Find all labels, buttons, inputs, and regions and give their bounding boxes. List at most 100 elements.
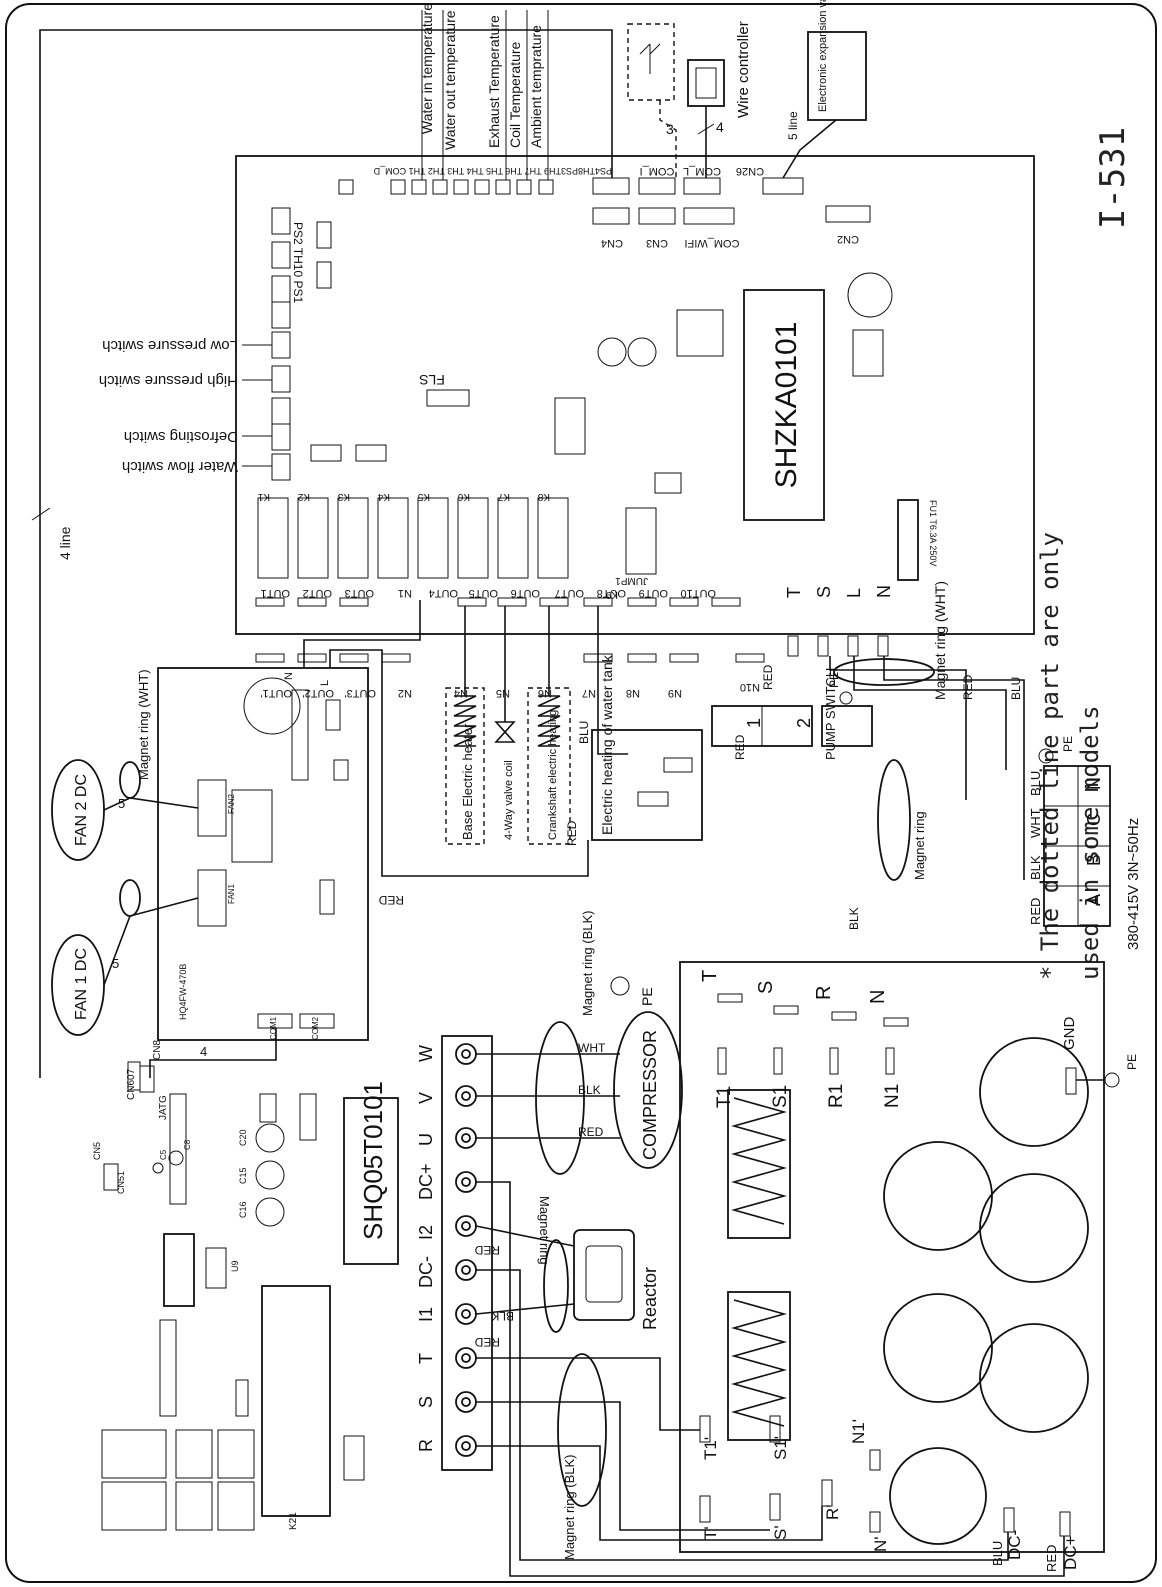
dc-wire — [476, 1181, 1065, 1577]
driver-part — [235, 1379, 249, 1417]
note-line-1: * The dotted line part are only — [1036, 532, 1064, 980]
driver-conn — [169, 1093, 187, 1205]
connector — [683, 177, 721, 195]
driver-term-i2: I2 — [416, 1225, 436, 1240]
four-line-label: 4 line — [57, 526, 73, 560]
ground-icon — [839, 691, 853, 705]
filter-board: T S R N BLK T1 S1 R1 N1 GND PE T1' S1' N… — [679, 907, 1139, 1572]
tank-relay-contact — [663, 757, 693, 773]
output-out10: OUT10 — [681, 587, 716, 599]
connector — [495, 179, 511, 195]
fan-1-cable — [103, 897, 199, 986]
filter-out-s1: S1 — [770, 1085, 791, 1108]
terminal-n-label: N — [874, 585, 894, 598]
bus-capacitor — [979, 1173, 1089, 1283]
power-pe: PE — [1061, 736, 1075, 752]
neutral-out2: OUT2' — [303, 687, 334, 699]
driver-term-r: R — [416, 1439, 436, 1452]
connector — [638, 177, 676, 195]
fan-port-2-label: FAN2 — [227, 793, 236, 814]
fan-board-capacitor — [243, 677, 301, 735]
relay-k7: K7 — [497, 491, 510, 502]
main-board-model: SHZKA0101 — [770, 322, 803, 489]
filter-out-n1: N1 — [882, 1084, 903, 1108]
wire-red-1: RED — [565, 820, 579, 846]
filter-in-r: R — [813, 986, 835, 1000]
inductor-bottom — [727, 1291, 791, 1441]
neutral-n8: N8 — [626, 687, 640, 699]
wire-controller-outline — [687, 59, 725, 107]
terminal-l-label: L — [844, 588, 864, 598]
driver-board: SHQ05T0101 C20 C15 C16 C8 C5 CN607 CN8 J… — [92, 911, 1065, 1577]
fan-power-wire — [303, 600, 421, 668]
jumper-label: JUMP1 — [615, 575, 648, 586]
loads: Base Electric heater 4-Way valve coil Cr… — [445, 606, 1025, 880]
compressor-label: COMPRESSOR — [640, 1030, 660, 1160]
driver-model-box — [343, 1097, 399, 1265]
neutral-out1: OUT1' — [261, 687, 292, 699]
tank-heating-box — [591, 729, 703, 841]
terminal-t-label: T — [784, 587, 804, 598]
output-out2: OUT2 — [303, 587, 332, 599]
connector-com-wifi: COM_WIFI — [685, 237, 740, 249]
com-port-l: COM_L — [683, 165, 721, 177]
capacitor — [627, 337, 657, 367]
com-port-1-label: COM1 — [269, 1016, 278, 1040]
bus-capacitor — [883, 1141, 993, 1251]
relay-block — [217, 1481, 255, 1531]
main-control-board: SHZKA0101 FLS PS4TH8PS3TH9 TH7 TH6 TH5 T… — [99, 0, 1035, 700]
dip-switch — [355, 444, 387, 462]
driver-conn — [299, 1093, 317, 1141]
reactor-wire — [475, 1303, 575, 1315]
chip — [676, 309, 724, 357]
main-board-outline — [235, 155, 1035, 635]
com-port-2-label: COM2 — [311, 1016, 320, 1040]
capacitor — [255, 1160, 285, 1190]
filter-blk-wire: BLK — [847, 907, 861, 930]
neutral-n7: N7 — [582, 687, 596, 699]
heater-coil-icon — [453, 695, 477, 747]
prime-n1: N1' — [849, 1419, 868, 1444]
wire-red-2: RED — [761, 664, 775, 690]
fan-board-outline — [157, 667, 369, 1041]
prime-t: T' — [701, 1526, 720, 1540]
page-frame — [5, 3, 1157, 1583]
magnet-bottom-label: Magnet ring (BLK) — [562, 1455, 577, 1561]
conn-u9: U9 — [230, 1260, 240, 1272]
chip — [852, 329, 884, 377]
fan-2-cable — [103, 797, 199, 811]
dc-wire — [476, 1269, 1009, 1561]
filter-red: RED — [1044, 1545, 1059, 1572]
prime-n: N' — [871, 1536, 890, 1552]
driver-term-v: V — [416, 1092, 436, 1104]
jumper-block — [654, 472, 682, 494]
connector-cn2: CN2 — [837, 233, 859, 245]
connector — [338, 179, 354, 195]
comp-c5: C5 — [159, 1149, 168, 1160]
terminal-n — [877, 635, 889, 657]
neutral-n4: N4 — [454, 687, 468, 699]
connector-cn3: CN3 — [646, 237, 668, 249]
output-out6: OUT6 — [511, 587, 540, 599]
switch-connectors — [271, 207, 291, 481]
eev-label: Electronic expansion valve — [817, 0, 829, 112]
power-terminal-b: B — [1084, 854, 1104, 866]
bus-capacitor — [889, 1447, 987, 1545]
wifi-cable — [659, 100, 677, 178]
base-heater-label: Base Electric heater — [460, 723, 475, 840]
com-port-i: COM_I — [640, 165, 675, 177]
rst-wire — [476, 1401, 770, 1531]
neutral-n9: N9 — [668, 687, 682, 699]
comp-c20: C20 — [238, 1129, 248, 1146]
fan-comm-wire-count: 4 — [200, 1044, 207, 1059]
defrosting-switch: Defrosting switch — [124, 428, 238, 445]
compressor-pe: PE — [639, 987, 655, 1006]
reactor-color-red-2: RED — [474, 1335, 500, 1349]
dip-switch — [310, 444, 342, 462]
capacitor — [255, 1197, 285, 1227]
driver-term-i1: I1 — [416, 1307, 436, 1322]
power-color-blk: BLK — [1028, 855, 1043, 880]
driver-term-s: S — [416, 1396, 436, 1408]
driver-ic-2 — [205, 1247, 227, 1289]
